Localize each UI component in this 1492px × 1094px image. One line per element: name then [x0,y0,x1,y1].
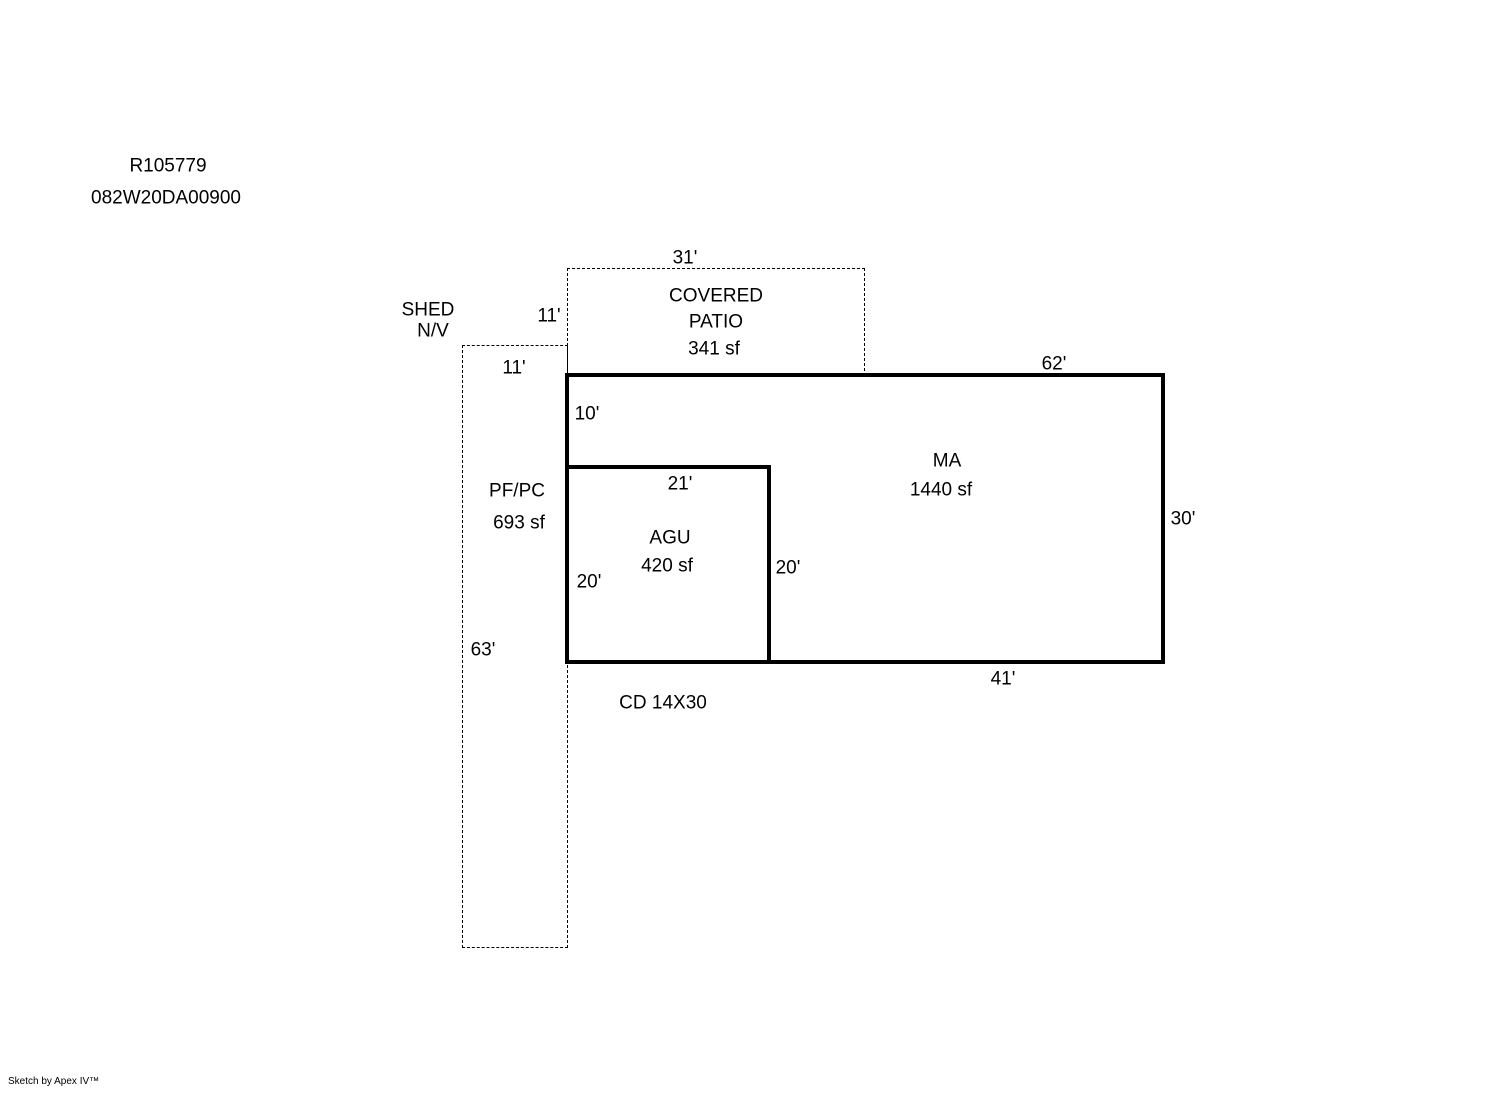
covered-patio-dim-left: 11' [537,305,561,327]
record-id-label: R105779 [129,155,207,177]
covered-patio-label-line1: COVERED [669,285,763,307]
agu-outline [565,465,771,664]
ma-label: MA [932,450,962,472]
covered-patio-label-line2: PATIO [688,311,744,333]
ma-dim-right: 30' [1170,508,1196,530]
parcel-id-label: 082W20DA00900 [91,187,241,209]
ma-dim-bottom: 41' [990,668,1016,690]
shed-label-line2: N/V [417,320,449,342]
ma-dim-left-upper: 10' [574,403,600,425]
ma-dim-top: 62' [1041,353,1067,375]
agu-label: AGU [649,527,691,549]
cd-label: CD 14X30 [619,692,707,714]
agu-dim-top: 21' [667,473,693,495]
shed-dim-top: 11' [502,357,526,379]
agu-dim-left: 20' [576,571,602,593]
agu-dim-right: 20' [775,557,801,579]
ma-area: 1440 sf [909,479,973,501]
covered-patio-dim-top: 31' [672,247,698,269]
pfpc-area: 693 sf [493,512,545,534]
sketch-credit: Sketch by Apex IV™ [8,1076,100,1087]
shed-dim-left: 63' [470,639,496,661]
agu-area: 420 sf [641,555,693,577]
pfpc-label: PF/PC [489,480,545,502]
covered-patio-area: 341 sf [688,338,740,360]
shed-label-line1: SHED [401,299,455,321]
